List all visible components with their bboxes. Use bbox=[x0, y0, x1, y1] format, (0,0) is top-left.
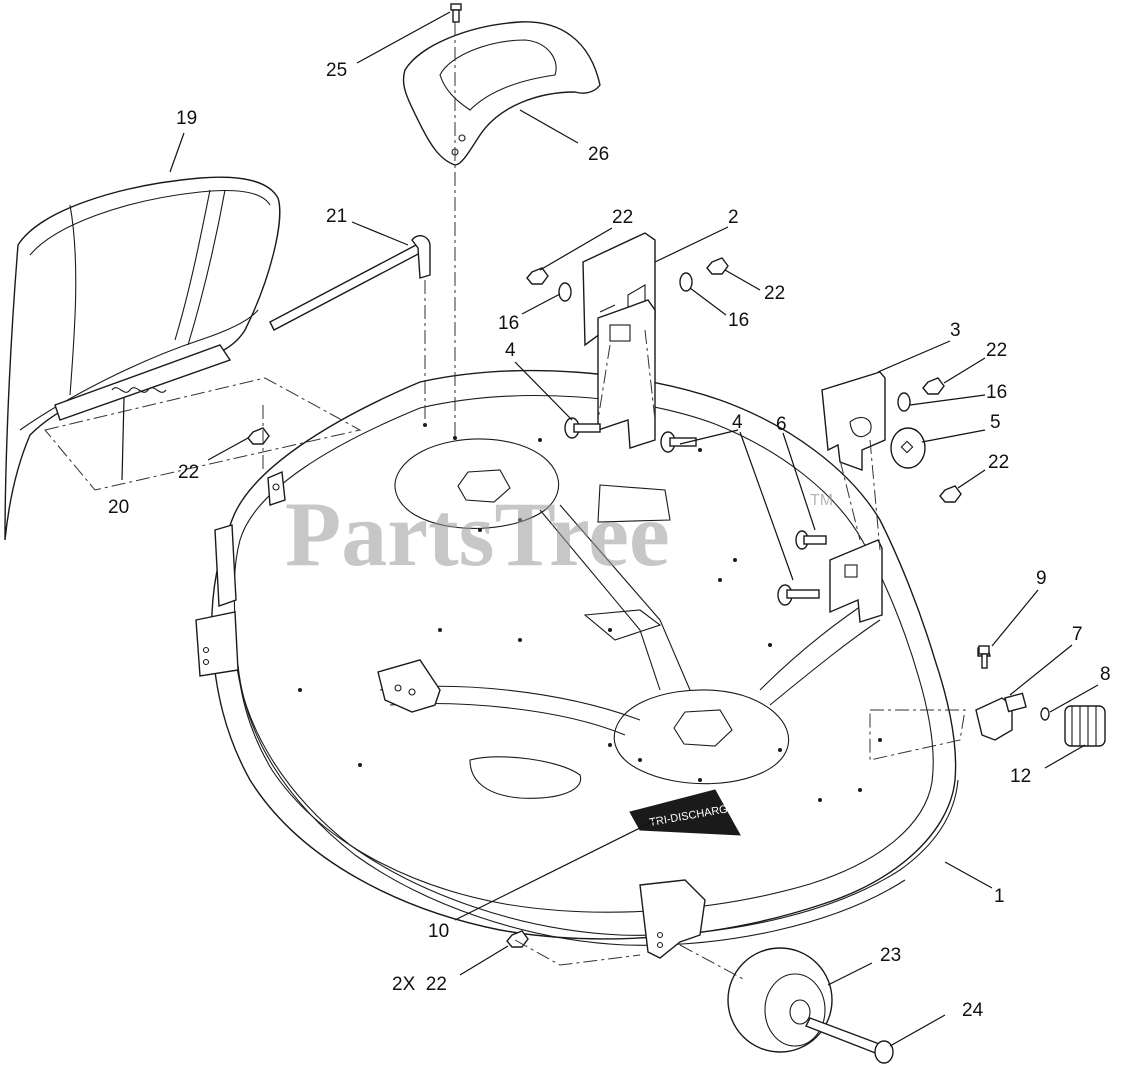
leader-lines bbox=[121, 11, 1099, 1047]
washers-part-16 bbox=[558, 272, 911, 412]
bolt-part-9 bbox=[978, 645, 990, 669]
callout-22-top-right: 22 bbox=[764, 283, 785, 304]
bracket-lower-right bbox=[829, 539, 883, 623]
callout-19: 19 bbox=[176, 108, 197, 129]
bolt-part-6 bbox=[795, 530, 827, 550]
shoulder-bolt-part-24 bbox=[805, 1017, 894, 1064]
callout-16-right: 16 bbox=[986, 382, 1007, 403]
callout-4-middle: 4 bbox=[732, 412, 743, 433]
watermark-text: PartsTree bbox=[285, 483, 670, 585]
callout-22-right-top: 22 bbox=[986, 340, 1007, 361]
rod-part-21 bbox=[269, 235, 431, 331]
bracket-part-3 bbox=[821, 371, 886, 471]
o-ring-part-8 bbox=[1040, 707, 1050, 721]
mower-deck-part-1: TRI-DISCHARGE bbox=[195, 369, 959, 959]
callout-22-right-bottom: 22 bbox=[988, 452, 1009, 473]
callout-22-top-left: 22 bbox=[612, 207, 633, 228]
cap-part-12 bbox=[1064, 705, 1106, 747]
carriage-bolt-part-4 bbox=[564, 417, 820, 606]
callout-8: 8 bbox=[1100, 664, 1111, 685]
assembly-lines bbox=[44, 22, 966, 981]
callout-2x-22: 2X 22 bbox=[392, 974, 447, 995]
callout-6: 6 bbox=[776, 414, 787, 435]
callout-12: 12 bbox=[1010, 766, 1031, 787]
callout-25: 25 bbox=[326, 60, 347, 81]
callout-1: 1 bbox=[994, 886, 1005, 907]
wheel-part-23 bbox=[727, 947, 833, 1053]
callout-22-left: 22 bbox=[178, 462, 199, 483]
cover-part-26 bbox=[402, 21, 601, 166]
callout-21: 21 bbox=[326, 206, 347, 227]
washer-part-5 bbox=[890, 427, 926, 469]
bracket-lower-left bbox=[597, 299, 656, 449]
callout-16-left: 16 bbox=[498, 313, 519, 334]
callout-23: 23 bbox=[880, 945, 901, 966]
callout-5: 5 bbox=[990, 412, 1001, 433]
callout-7: 7 bbox=[1072, 624, 1083, 645]
callout-labels: 25 26 19 21 22 2 22 16 16 4 4 3 22 16 5 … bbox=[108, 60, 1111, 1021]
bolt-part-25 bbox=[450, 3, 462, 23]
callout-24: 24 bbox=[962, 1000, 984, 1021]
callout-26: 26 bbox=[588, 144, 609, 165]
callout-20: 20 bbox=[108, 497, 129, 518]
deck-decal-part-10 bbox=[629, 789, 741, 836]
callout-9: 9 bbox=[1036, 568, 1047, 589]
spring-part-20 bbox=[111, 387, 167, 393]
discharge-chute-deflector-part-19 bbox=[4, 176, 281, 541]
elbow-fitting-part-7 bbox=[975, 692, 1027, 741]
callout-2: 2 bbox=[728, 207, 739, 228]
watermark-trademark: TM bbox=[810, 492, 833, 509]
callout-10: 10 bbox=[428, 921, 449, 942]
callout-3: 3 bbox=[950, 320, 961, 341]
callout-4-left: 4 bbox=[505, 340, 516, 361]
callout-16-middle: 16 bbox=[728, 310, 749, 331]
